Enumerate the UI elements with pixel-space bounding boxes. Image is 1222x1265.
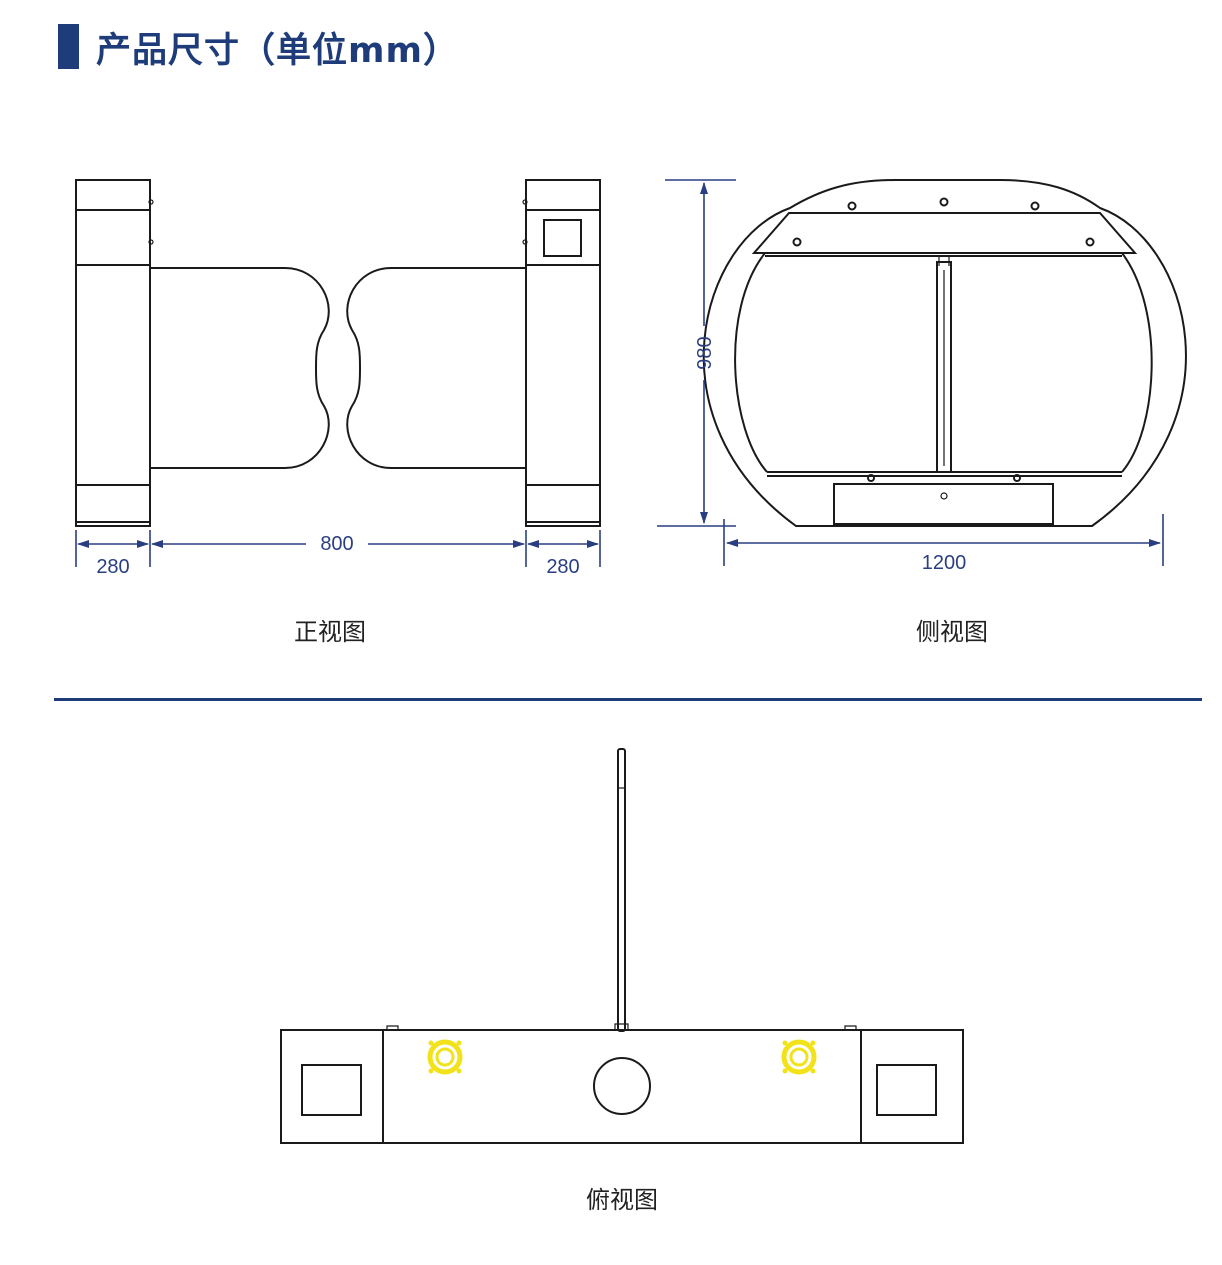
side-inner-shell [734,252,1153,473]
center-pole [936,261,952,473]
title-accent-bar [58,24,79,69]
front-view-caption: 正视图 [294,618,366,646]
page-title: 产品尺寸（单位mm） [96,31,459,71]
left-swing-door [150,267,330,469]
dim-height: 980 [694,336,716,369]
side-view-caption: 侧视图 [916,618,988,646]
side-dimensions: 980 1200 [657,179,1164,574]
front-dimensions: 280 800 280 [75,530,601,578]
top-view-pole [617,748,626,1032]
top-view-caption: 俯视图 [586,1186,658,1214]
top-view [280,748,964,1144]
side-base-box [833,483,1054,525]
dim-length: 1200 [922,552,967,574]
left-sensor-icon [427,1039,463,1075]
dim-left-width: 280 [96,556,129,578]
right-swing-door [346,267,526,469]
side-outer-shell [702,179,1187,527]
dim-right-width: 280 [546,556,579,578]
section-divider [54,698,1202,701]
top-view-base [280,1029,964,1144]
front-view: 280 800 280 [75,179,601,578]
right-sensor-icon [781,1039,817,1075]
right-reader-window [876,1064,937,1116]
left-reader-window [301,1064,362,1116]
left-cabinet [75,179,151,527]
card-reader-window [543,219,582,257]
side-view: 980 1200 [657,179,1187,574]
right-cabinet [525,179,601,527]
center-motor-hole [593,1057,651,1115]
side-top-cap [751,212,1138,254]
dim-passage-width: 800 [320,533,353,555]
